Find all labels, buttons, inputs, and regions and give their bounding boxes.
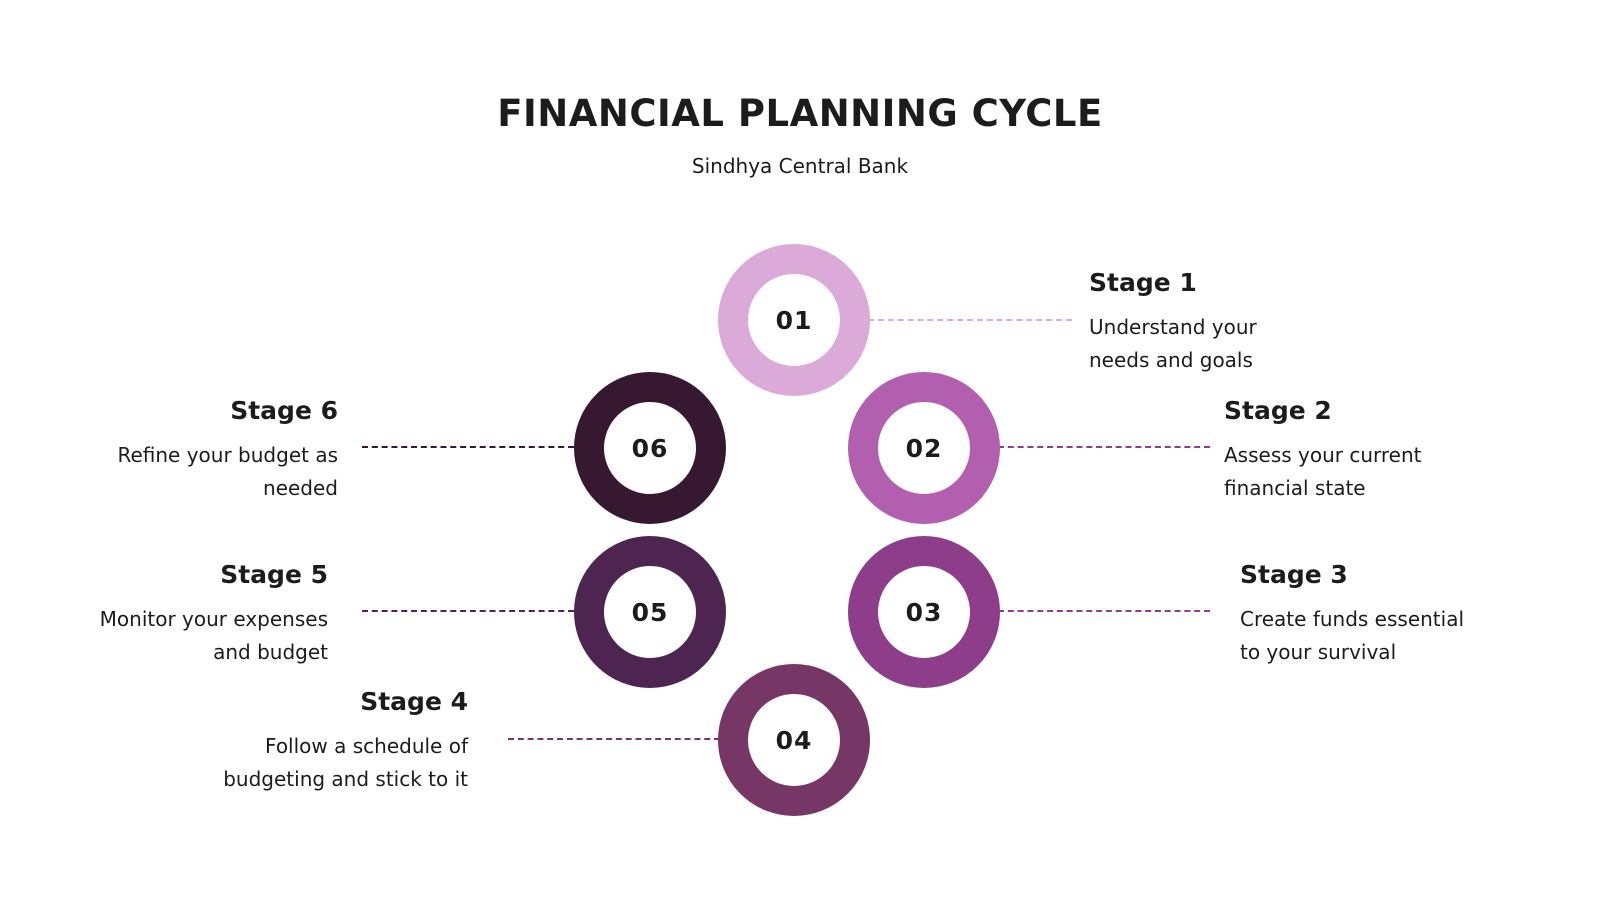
stage-2-title: Stage 2 [1224, 396, 1332, 425]
stage-1-title: Stage 1 [1089, 268, 1197, 297]
stage-2-number: 02 [905, 433, 943, 463]
connector-stage-4 [508, 738, 720, 740]
connector-stage-3 [998, 610, 1210, 612]
stage-6-number: 06 [631, 433, 669, 463]
stage-5-desc-line2: and budget [213, 640, 328, 664]
stage-1-desc-line1: Understand your [1089, 315, 1257, 339]
stage-2-block: Stage 2 Assess your current financial st… [1224, 395, 1524, 505]
stage-4-number: 04 [775, 725, 813, 755]
stage-3-title: Stage 3 [1240, 560, 1348, 589]
stage-4-desc-line1: Follow a schedule of [265, 734, 468, 758]
stage-4-ring: 04 [718, 664, 870, 816]
stage-1-block: Stage 1 Understand your needs and goals [1089, 267, 1389, 377]
stage-6-ring: 06 [574, 372, 726, 524]
stage-2-ring: 02 [848, 372, 1000, 524]
stage-6-block: Stage 6 Refine your budget as needed [38, 395, 338, 505]
stage-1-desc-line2: needs and goals [1089, 348, 1253, 372]
stage-4-title: Stage 4 [360, 687, 468, 716]
page-subtitle: Sindhya Central Bank [691, 154, 909, 178]
connector-stage-6 [362, 446, 574, 448]
stage-5-title: Stage 5 [220, 560, 328, 589]
stage-6-title: Stage 6 [230, 396, 338, 425]
stage-5-block: Stage 5 Monitor your expenses and budget [28, 559, 328, 669]
stage-2-desc-line2: financial state [1224, 476, 1366, 500]
stage-3-number: 03 [905, 597, 943, 627]
stage-4-desc-line2: budgeting and stick to it [223, 767, 468, 791]
stage-3-desc-line1: Create funds essential [1240, 607, 1465, 631]
page-title: FINANCIAL PLANNING CYCLE [497, 92, 1103, 135]
stage-5-desc-line1: Monitor your expenses [99, 607, 328, 631]
stage-4-block: Stage 4 Follow a schedule of budgeting a… [168, 686, 468, 796]
stage-5-ring: 05 [574, 536, 726, 688]
connector-stage-2 [998, 446, 1210, 448]
stage-1-number: 01 [775, 305, 813, 335]
stage-6-desc-line2: needed [263, 476, 338, 500]
connector-stage-5 [362, 610, 574, 612]
stage-3-ring: 03 [848, 536, 1000, 688]
stage-6-desc-line1: Refine your budget as [117, 443, 338, 467]
stage-2-desc-line1: Assess your current [1224, 443, 1422, 467]
connector-stage-1 [868, 319, 1072, 321]
stage-3-desc-line2: to your survival [1240, 640, 1397, 664]
stage-3-block: Stage 3 Create funds essential to your s… [1240, 559, 1570, 669]
stage-1-ring: 01 [718, 244, 870, 396]
stage-5-number: 05 [631, 597, 669, 627]
